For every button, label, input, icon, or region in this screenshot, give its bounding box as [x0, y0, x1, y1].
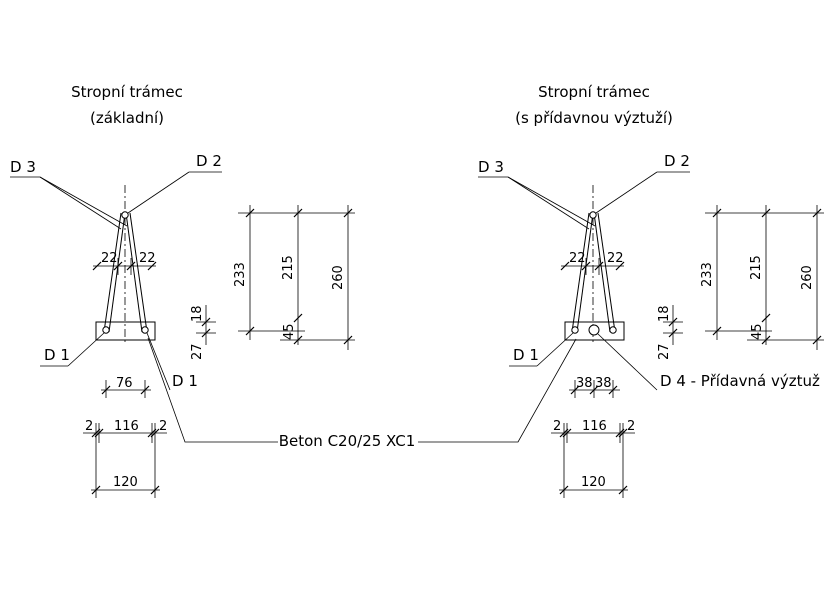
right-dim-offset-left: 22	[569, 251, 586, 266]
right-d3-leader-b	[507, 176, 596, 227]
right-dim-45: 45	[750, 323, 765, 340]
left-dim-233: 233	[233, 262, 248, 287]
left-dim-260: 260	[331, 265, 346, 290]
right-d3-leader-a	[507, 176, 590, 230]
right-detail: Stropní trámec (s přídavnou výztuží) D 3…	[418, 83, 824, 498]
right-dim-27: 27	[657, 343, 672, 360]
right-dim-offset-right: 22	[607, 251, 624, 266]
right-additional-bar-d4	[588, 324, 600, 336]
right-base-height-dims: 18 27	[657, 305, 683, 360]
right-label-d3: D 3	[478, 158, 504, 176]
right-dim-215: 215	[749, 255, 764, 280]
right-width-116-dim: 2 116 2	[551, 419, 635, 498]
left-bottom-bar-2	[141, 326, 149, 334]
left-dim-45: 45	[282, 323, 297, 340]
left-dim-offset-right: 22	[139, 251, 156, 266]
left-label-d1-right: D 1	[172, 372, 198, 390]
left-detail: Stropní trámec (základní) D 3 D 2 D 1	[10, 83, 355, 498]
right-width-38-dims: 38 38	[569, 376, 620, 398]
left-top-bar-d2	[121, 211, 129, 219]
left-dim-76: 76	[116, 376, 133, 391]
right-dim-260: 260	[800, 265, 815, 290]
left-dim-18: 18	[190, 305, 205, 322]
right-dim-116: 116	[582, 419, 607, 434]
left-dim-2-left: 2	[85, 419, 93, 434]
left-label-d2: D 2	[196, 152, 222, 170]
left-label-d1-left: D 1	[44, 346, 70, 364]
concrete-label: Beton C20/25 XC1	[279, 432, 416, 450]
right-label-d1: D 1	[513, 346, 539, 364]
left-d3-leader-a	[39, 176, 122, 230]
left-title-line1: Stropní trámec	[71, 83, 183, 101]
right-concrete-leader	[418, 338, 577, 443]
left-base-height-dims: 18 27	[190, 305, 216, 360]
left-dim-215: 215	[281, 255, 296, 280]
right-d1-leader	[536, 332, 574, 367]
right-title-line1: Stropní trámec	[538, 83, 650, 101]
right-offset-dims: 22 22	[560, 251, 625, 275]
left-dim-offset-left: 22	[101, 251, 118, 266]
left-dim-27: 27	[190, 343, 205, 360]
left-dim-2-right: 2	[159, 419, 167, 434]
right-d4-leader	[597, 333, 658, 391]
right-dim-120: 120	[581, 475, 606, 490]
left-d1-leader	[67, 332, 105, 367]
right-label-d4: D 4 - Přídavná výztuž	[660, 372, 820, 390]
left-d1-right-leader	[146, 332, 171, 391]
right-dim-2-left: 2	[553, 419, 561, 434]
left-d2-leader	[127, 171, 190, 214]
right-bottom-bar-1	[571, 326, 579, 334]
left-label-d3: D 3	[10, 158, 36, 176]
left-width-116-dim: 2 116 2	[83, 419, 167, 498]
right-truss-web	[571, 212, 616, 333]
right-dim-18: 18	[657, 305, 672, 322]
right-dim-38b: 38	[595, 376, 612, 391]
left-concrete-leader	[147, 337, 278, 443]
left-offset-dims: 22 22	[92, 251, 157, 275]
right-dim-2-right: 2	[627, 419, 635, 434]
left-dim-116: 116	[114, 419, 139, 434]
right-title-line2: (s přídavnou výztuží)	[515, 109, 673, 127]
right-dim-233: 233	[700, 262, 715, 287]
left-concrete-base	[95, 321, 156, 341]
left-height-dims: 233 215 260 45	[233, 205, 355, 350]
right-label-d2: D 2	[664, 152, 690, 170]
left-dim-120: 120	[113, 475, 138, 490]
left-width-76-dim: 76	[101, 376, 151, 398]
left-width-120-dim: 120	[91, 475, 160, 495]
right-top-bar-d2	[589, 211, 597, 219]
right-dim-38a: 38	[576, 376, 593, 391]
right-d2-leader	[595, 171, 658, 214]
right-width-120-dim: 120	[559, 475, 628, 495]
right-concrete-base	[564, 321, 625, 341]
left-bottom-bar-1	[102, 326, 110, 334]
left-title-line2: (základní)	[90, 109, 164, 127]
left-truss-web	[103, 212, 148, 333]
left-d3-leader-b	[39, 176, 128, 227]
right-bottom-bar-2	[609, 326, 617, 334]
right-height-dims: 233 215 260 45	[700, 205, 824, 350]
